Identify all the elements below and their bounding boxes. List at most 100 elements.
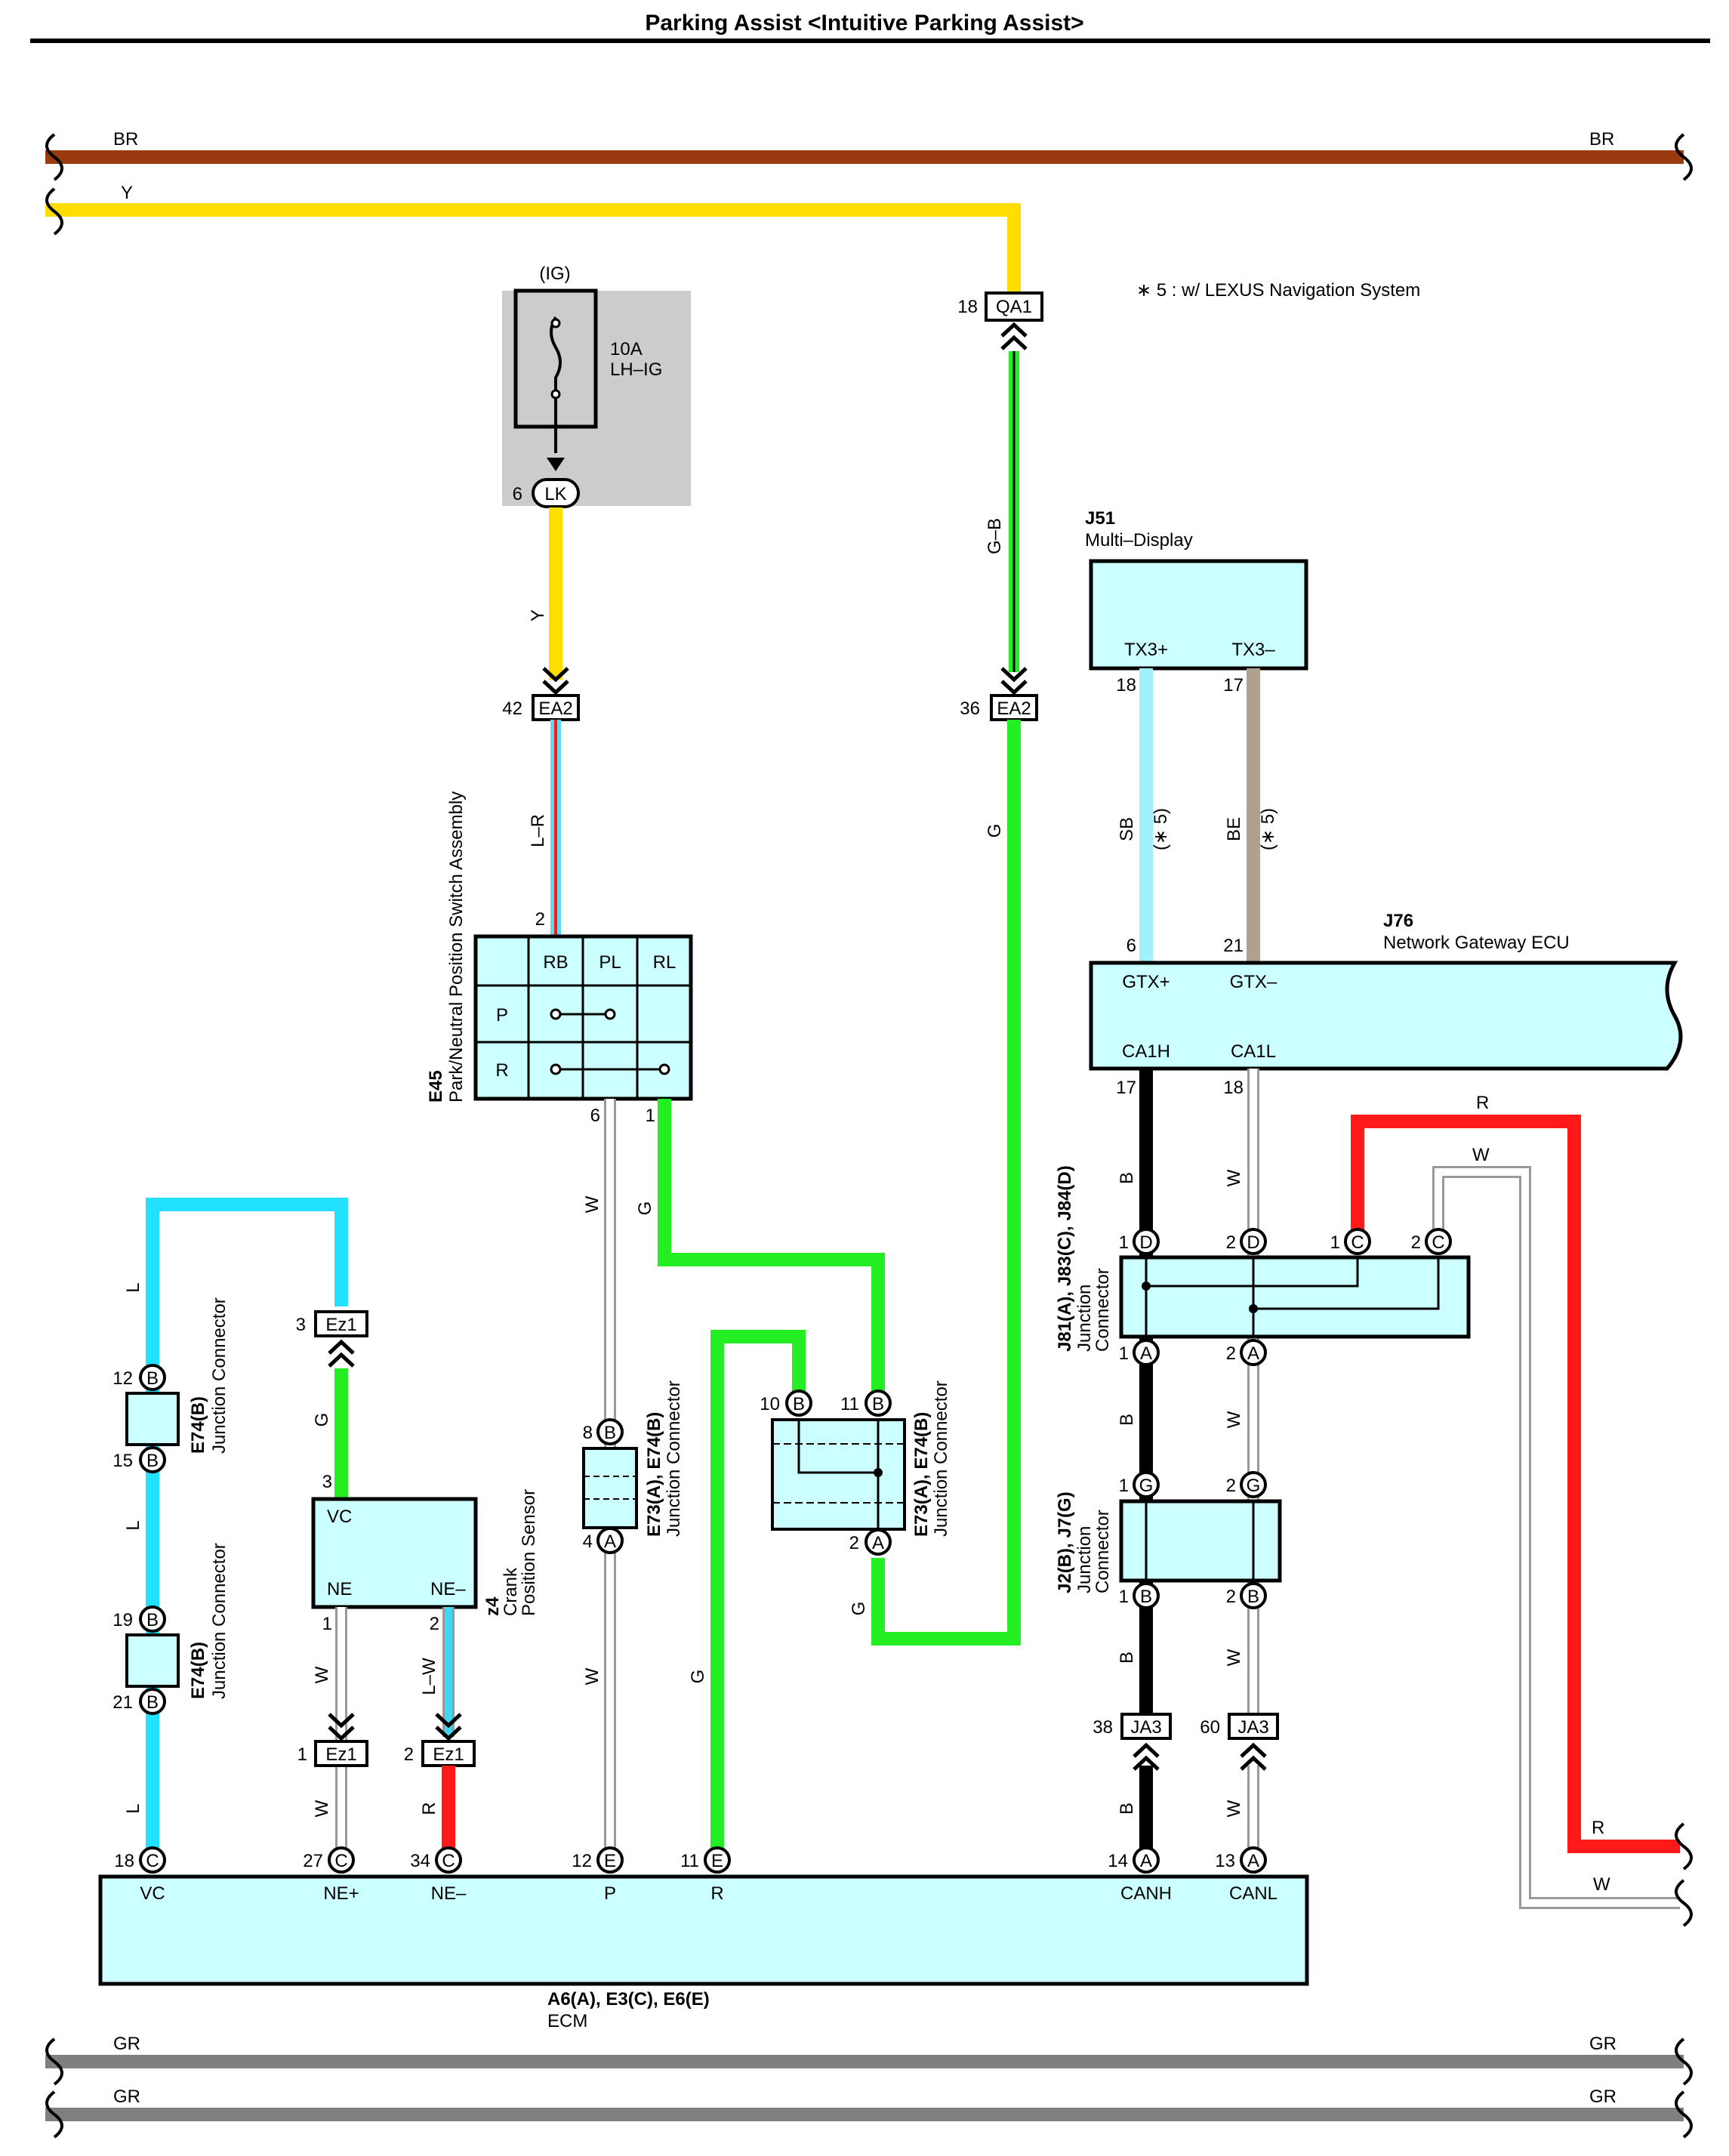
e45-code: E45: [426, 1070, 446, 1103]
bus-gr2-label-right: GR: [1589, 2087, 1617, 2107]
z4-pin-ne: 1: [322, 1614, 332, 1634]
e45-contact-p2: [604, 1008, 616, 1020]
j81-letter-c1: C: [1351, 1232, 1364, 1253]
qa1-name: QA1: [996, 297, 1032, 317]
e73-small-junction: B A 8 4 E73(A), E74(B) Junction Connecto…: [582, 1380, 684, 1554]
wire-gb-label: G–B: [985, 518, 1005, 554]
ecm-terminal-letter: A: [1140, 1851, 1152, 1871]
wire-g-e45-label: G: [635, 1201, 655, 1216]
j2-pin-g2: 2: [1226, 1476, 1236, 1496]
e74-1-name: Junction Connector: [209, 1297, 230, 1454]
z4-nen: NE–: [430, 1579, 466, 1599]
ecm-terminal-pin: 13: [1215, 1851, 1235, 1871]
fuse-name: LH–IG: [610, 359, 662, 380]
j51-tx-n: TX3–: [1231, 640, 1275, 660]
wire-w-can-out-label-bottom: W: [1593, 1874, 1610, 1895]
ecm-terminal-circle: [1133, 1846, 1160, 1874]
wire-r-break-icon: [1675, 1822, 1693, 1871]
fuse-pin: 6: [513, 484, 522, 504]
ecm-terminal-name: VC: [140, 1883, 165, 1904]
ecm-terminal-name: P: [604, 1883, 616, 1904]
ecm-terminal-name: R: [710, 1883, 723, 1904]
fuse-lh-ig: (IG) 10A LH–IG LK 6: [502, 264, 691, 508]
z4-code: z4: [482, 1596, 503, 1616]
j76-gtx-p: GTX+: [1122, 972, 1170, 992]
ecm-terminal-name: NE+: [323, 1883, 359, 1904]
e45-col-pl: PL: [599, 952, 621, 973]
ja3-a-arrow-icon: [1133, 1742, 1160, 1771]
e74-2-letter-bot: B: [146, 1692, 159, 1713]
e45-col-rb: RB: [543, 952, 568, 973]
e45-col-rl: RL: [653, 952, 676, 973]
wire-l-label-1: L: [123, 1282, 143, 1292]
e73-big-pin-bot: 2: [849, 1533, 859, 1553]
j51-pin-n: 17: [1223, 675, 1244, 696]
bus-gr1-label-left: GR: [113, 2034, 140, 2054]
e45-pin-top: 2: [535, 909, 545, 930]
wire-w-ne-label-2: W: [312, 1800, 332, 1817]
wire-sb-note: (∗ 5): [1151, 808, 1171, 850]
ecm-terminal-name: CANH: [1120, 1883, 1172, 1904]
e74-2-code: E74(B): [188, 1642, 208, 1699]
e45-contact-p1: [550, 1008, 562, 1020]
fuse-element: [550, 316, 562, 453]
ecm-terminal-pin: 12: [572, 1851, 592, 1871]
ecm-terminal-circle: [328, 1846, 355, 1874]
wire-g-e45: [658, 1099, 885, 1403]
e73-big-letter-bot: A: [872, 1533, 884, 1553]
e73-small-letter-top: B: [604, 1423, 616, 1443]
j76-pin-gtx-p: 6: [1126, 936, 1136, 956]
j51-code: J51: [1085, 508, 1115, 529]
j51-pin-p: 18: [1116, 675, 1136, 696]
wire-g-ecm-r: [710, 1330, 806, 1859]
j81-pin-d1: 1: [1119, 1232, 1129, 1253]
wire-lw-label: L–W: [419, 1658, 439, 1695]
wire-w-e45-label-1: W: [582, 1195, 603, 1213]
j76-pin-ca-l: 18: [1223, 1078, 1244, 1098]
ea2-right-name: EA2: [997, 699, 1031, 719]
wire-r-can-label-bottom: R: [1592, 1818, 1604, 1838]
wire-y-fuse-label: Y: [528, 609, 548, 622]
j81-letter-d2: D: [1247, 1232, 1259, 1253]
ez1-b-name: Ez1: [433, 1744, 464, 1765]
qa1-pin: 18: [957, 297, 978, 317]
fuse-arrow-icon: [547, 458, 565, 471]
wire-l-label-3: L: [123, 1803, 143, 1813]
j81-letter-c2: C: [1432, 1232, 1444, 1253]
wire-b-label-3: B: [1117, 1652, 1137, 1664]
j2-letter-g1: G: [1139, 1476, 1154, 1496]
j81-letter-d1: D: [1139, 1232, 1152, 1253]
j2-code: J2(B), J7(G): [1055, 1491, 1075, 1593]
wire-sb-label: SB: [1117, 817, 1137, 841]
wire-be-note: (∗ 5): [1258, 808, 1278, 850]
ea2-right-pin: 36: [960, 699, 980, 719]
ja3-b-connector: [1228, 1713, 1279, 1740]
ecm-terminal-pin: 34: [410, 1851, 430, 1871]
e73-big-pin-a: 10: [760, 1394, 780, 1414]
ecm-terminal-pin: 11: [680, 1851, 699, 1871]
e74-1-pin-top: 12: [112, 1368, 133, 1389]
e45-row-r: R: [495, 1060, 508, 1081]
j76-gtx-n: GTX–: [1230, 972, 1277, 992]
e73-big-letter-a: B: [793, 1394, 805, 1414]
j76-ca-h: CA1H: [1122, 1041, 1170, 1062]
e73-big-junction: B B A 10 11 2 E73(A), E74(B) Junction Co…: [760, 1380, 951, 1556]
j51-multi-display: J51 Multi–Display TX3+ TX3– 18 17: [1085, 508, 1308, 696]
ecm-terminal-letter: C: [442, 1851, 455, 1871]
e74-1-letter-top: B: [146, 1368, 159, 1389]
ja3-a-connector: [1120, 1713, 1172, 1740]
ez1-top-name: Ez1: [325, 1315, 356, 1335]
ez1-b-pin: 2: [404, 1744, 414, 1765]
wire-w-can-out-label-top: W: [1472, 1145, 1490, 1165]
j2-pin-b2: 2: [1226, 1587, 1236, 1607]
e45-pin-w: 6: [590, 1106, 600, 1126]
ez1-top-connector: [314, 1310, 368, 1337]
ez1-top-pin: 3: [296, 1315, 306, 1335]
z4-pin-vc: 3: [322, 1472, 332, 1492]
wire-l-label-2: L: [123, 1520, 143, 1530]
e74-junction-1: B B 12 15 E74(B) Junction Connector: [112, 1297, 230, 1473]
fuse-rating: 10A: [610, 339, 643, 359]
ecm-terminal-letter: C: [334, 1851, 347, 1871]
e73-big-name: Junction Connector: [931, 1380, 951, 1537]
